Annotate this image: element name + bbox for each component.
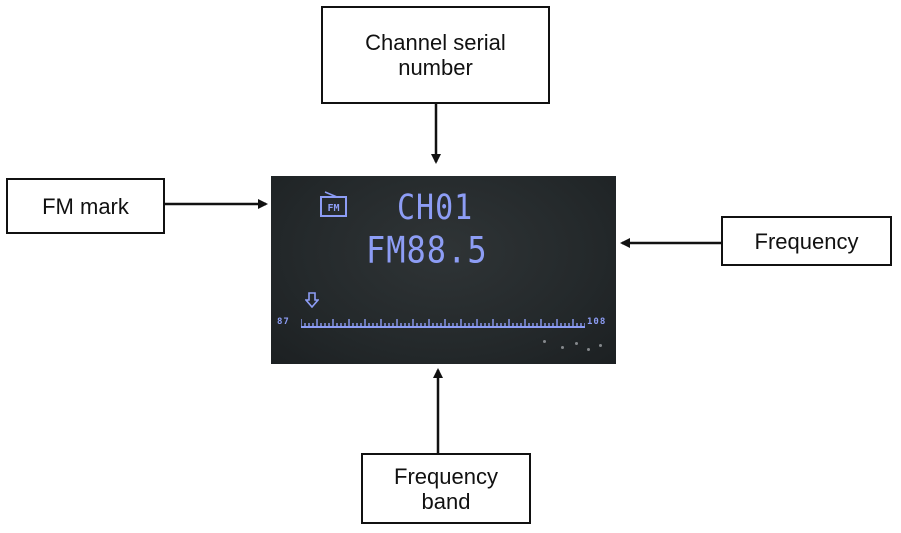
band-label-line2: band xyxy=(421,488,471,514)
screen-glare-speck xyxy=(599,344,602,347)
fm-radio-icon: FM xyxy=(320,191,347,217)
channel-serial-number-label: Channel serial number xyxy=(321,6,550,104)
fm-mark-label: FM mark xyxy=(6,178,165,234)
channel-label-line1: Channel serial xyxy=(365,30,506,55)
band-low-value: 87 xyxy=(277,317,290,327)
band-position-marker-icon xyxy=(305,292,319,308)
frequency-band-scale xyxy=(301,319,585,328)
fm-icon-text: FM xyxy=(327,203,339,214)
scale-ticks xyxy=(301,319,585,328)
screen-glare-speck xyxy=(561,346,564,349)
fm-mark-label-text: FM mark xyxy=(42,193,129,219)
frequency-label-text: Frequency xyxy=(754,228,859,254)
channel-number-display: CH01 xyxy=(397,188,474,229)
band-label-line1: Frequency xyxy=(394,463,498,489)
screen-glare-speck xyxy=(575,342,578,345)
frequency-display: FM88.5 xyxy=(366,228,488,272)
screen-glare-speck xyxy=(587,348,590,351)
lcd-display: FM CH01 FM88.5 87 108 xyxy=(271,176,616,364)
channel-label-line2: number xyxy=(398,55,473,80)
band-high-value: 108 xyxy=(587,317,607,327)
frequency-label: Frequency xyxy=(721,216,892,266)
screen-glare-speck xyxy=(543,340,546,343)
frequency-band-label: Frequency band xyxy=(361,453,531,524)
